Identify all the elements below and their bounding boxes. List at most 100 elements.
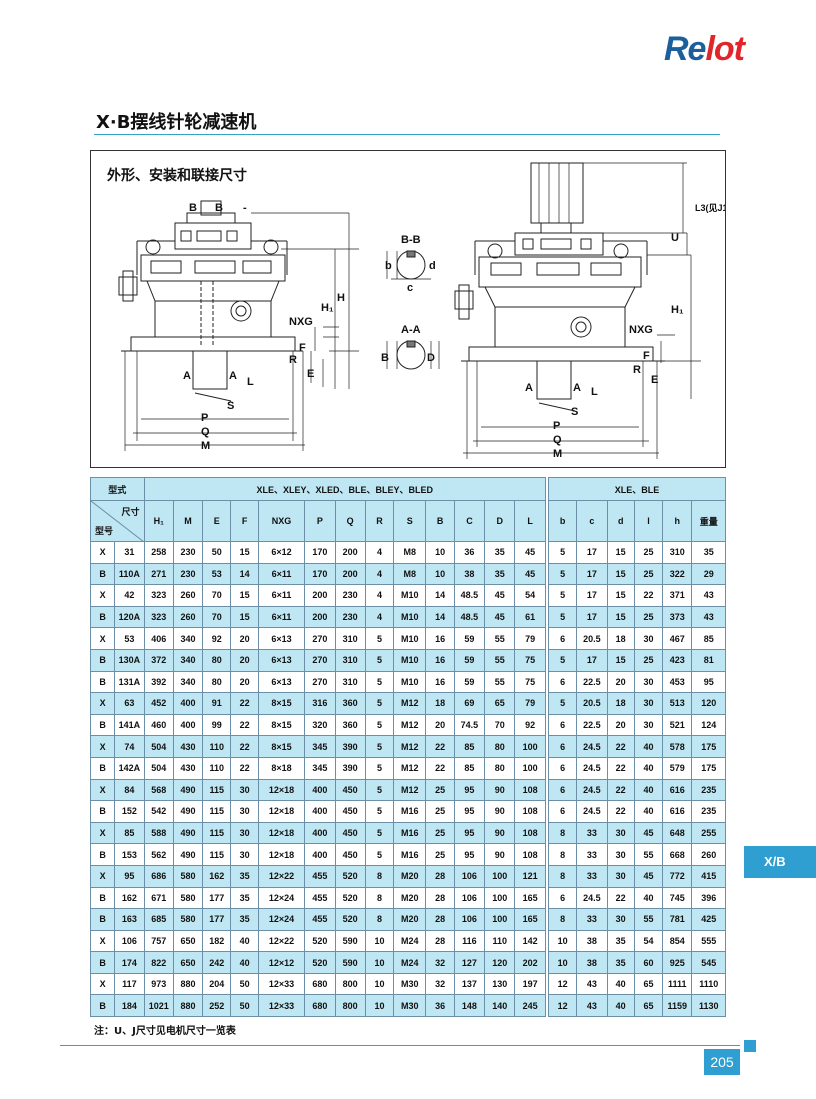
table-cell: 270 [304, 627, 336, 650]
table-cell: 200 [334, 562, 366, 586]
table-cell: 450 [334, 843, 366, 866]
table-cell: 45 [633, 864, 664, 888]
table-cell: 520 [334, 908, 366, 931]
table-cell: 74.5 [453, 713, 486, 737]
table-cell: 152 [114, 800, 145, 823]
table-cell: 4 [364, 562, 395, 586]
table-cell: 115 [202, 843, 232, 866]
table-cell: 65 [484, 692, 516, 715]
table-cell: 20.5 [576, 692, 608, 715]
table-cell: 55 [484, 670, 516, 694]
table-cell: 10 [364, 951, 395, 974]
table-cell: 8 [547, 821, 578, 845]
section-tab-xb[interactable]: X/B [744, 846, 816, 878]
drawing-labels: B B - B-B b d c A-A B D NXG R F E H₁ H A… [183, 202, 725, 460]
table-cell: 5 [364, 800, 395, 823]
table-cell: 450 [334, 821, 366, 845]
table-cell: 30 [230, 843, 259, 866]
table-cell: 124 [691, 713, 726, 737]
table-cell: 4 [364, 584, 395, 607]
table-cell: 568 [143, 778, 174, 802]
table-cell: 650 [172, 929, 204, 953]
table-cell: 20 [230, 670, 259, 694]
table-cell: 40 [230, 929, 259, 953]
page-title: X·B摆线针轮减速机 [96, 112, 257, 133]
table-cell: 33 [576, 821, 608, 845]
table-cell: 22 [425, 756, 455, 780]
table-cell: 53 [114, 627, 145, 650]
table-cell: 84 [114, 778, 145, 802]
table-cell: 91 [202, 692, 232, 715]
label-d-cap: D [427, 352, 435, 364]
table-cell: 16 [425, 670, 455, 694]
table-cell: M12 [393, 692, 427, 715]
col-header-right: b [547, 500, 578, 542]
table-cell: 5 [547, 562, 578, 586]
table-cell: 685 [143, 908, 174, 931]
table-cell: 20.5 [576, 627, 608, 650]
table-cell: 5 [364, 821, 395, 845]
left-view [118, 200, 359, 451]
table-cell: 25 [633, 648, 664, 672]
table-cell: 5 [364, 692, 395, 715]
table-cell: 8×15 [257, 735, 306, 758]
table-cell: 340 [172, 648, 204, 672]
table-cell: 680 [304, 972, 336, 996]
table-cell: 5 [364, 756, 395, 780]
table-cell: 60 [633, 951, 664, 974]
page-marker [744, 1040, 756, 1052]
table-cell: 28 [425, 929, 455, 953]
label-m-right: M [553, 448, 562, 460]
col-header-left: Q [334, 500, 366, 542]
table-cell: 117 [114, 972, 145, 996]
table-cell: 184 [114, 994, 145, 1018]
table-cell: 130A [114, 648, 145, 672]
table-cell: 30 [633, 692, 664, 715]
table-cell: 320 [304, 713, 336, 737]
table-cell: 12×18 [257, 821, 306, 845]
table-cell: 197 [514, 972, 546, 996]
table-cell: M16 [393, 800, 427, 823]
table-cell: 40 [606, 994, 635, 1018]
table-cell: B [89, 800, 116, 823]
table-cell: 40 [633, 800, 664, 823]
table-cell: 108 [514, 800, 546, 823]
table-cell: 25 [633, 562, 664, 586]
table-cell: 14 [425, 584, 455, 607]
table-cell: 42 [114, 584, 145, 607]
corner-top-label: 尺寸 [121, 507, 140, 517]
table-cell: 85 [691, 627, 726, 650]
table-cell: M10 [393, 584, 427, 607]
table-cell: 22 [633, 584, 664, 607]
table-cell: 33 [576, 908, 608, 931]
table-cell: 38 [453, 562, 486, 586]
table-cell: 202 [514, 951, 546, 974]
table-cell: 270 [304, 648, 336, 672]
table-cell: 163 [114, 908, 145, 931]
table-cell: 36 [453, 541, 486, 564]
table-cell: M30 [393, 972, 427, 996]
table-cell: 323 [143, 584, 174, 607]
table-cell: 15 [606, 541, 635, 564]
table-cell: 182 [202, 929, 232, 953]
table-cell: M12 [393, 735, 427, 758]
table-cell: 880 [172, 994, 204, 1018]
table-cell: 6×13 [257, 648, 306, 672]
table-cell: 25 [425, 821, 455, 845]
col-header-left: R [364, 500, 395, 542]
table-cell: 5 [364, 735, 395, 758]
table-cell: 460 [143, 713, 174, 737]
table-cell: 371 [662, 584, 693, 607]
col-header-left: F [230, 500, 259, 542]
table-cell: 345 [304, 735, 336, 758]
table-cell: M16 [393, 843, 427, 866]
table-cell: 6 [547, 778, 578, 802]
table-cell: 542 [143, 800, 174, 823]
table-cell: 5 [364, 670, 395, 694]
label-h1-right: H₁ [671, 304, 684, 316]
